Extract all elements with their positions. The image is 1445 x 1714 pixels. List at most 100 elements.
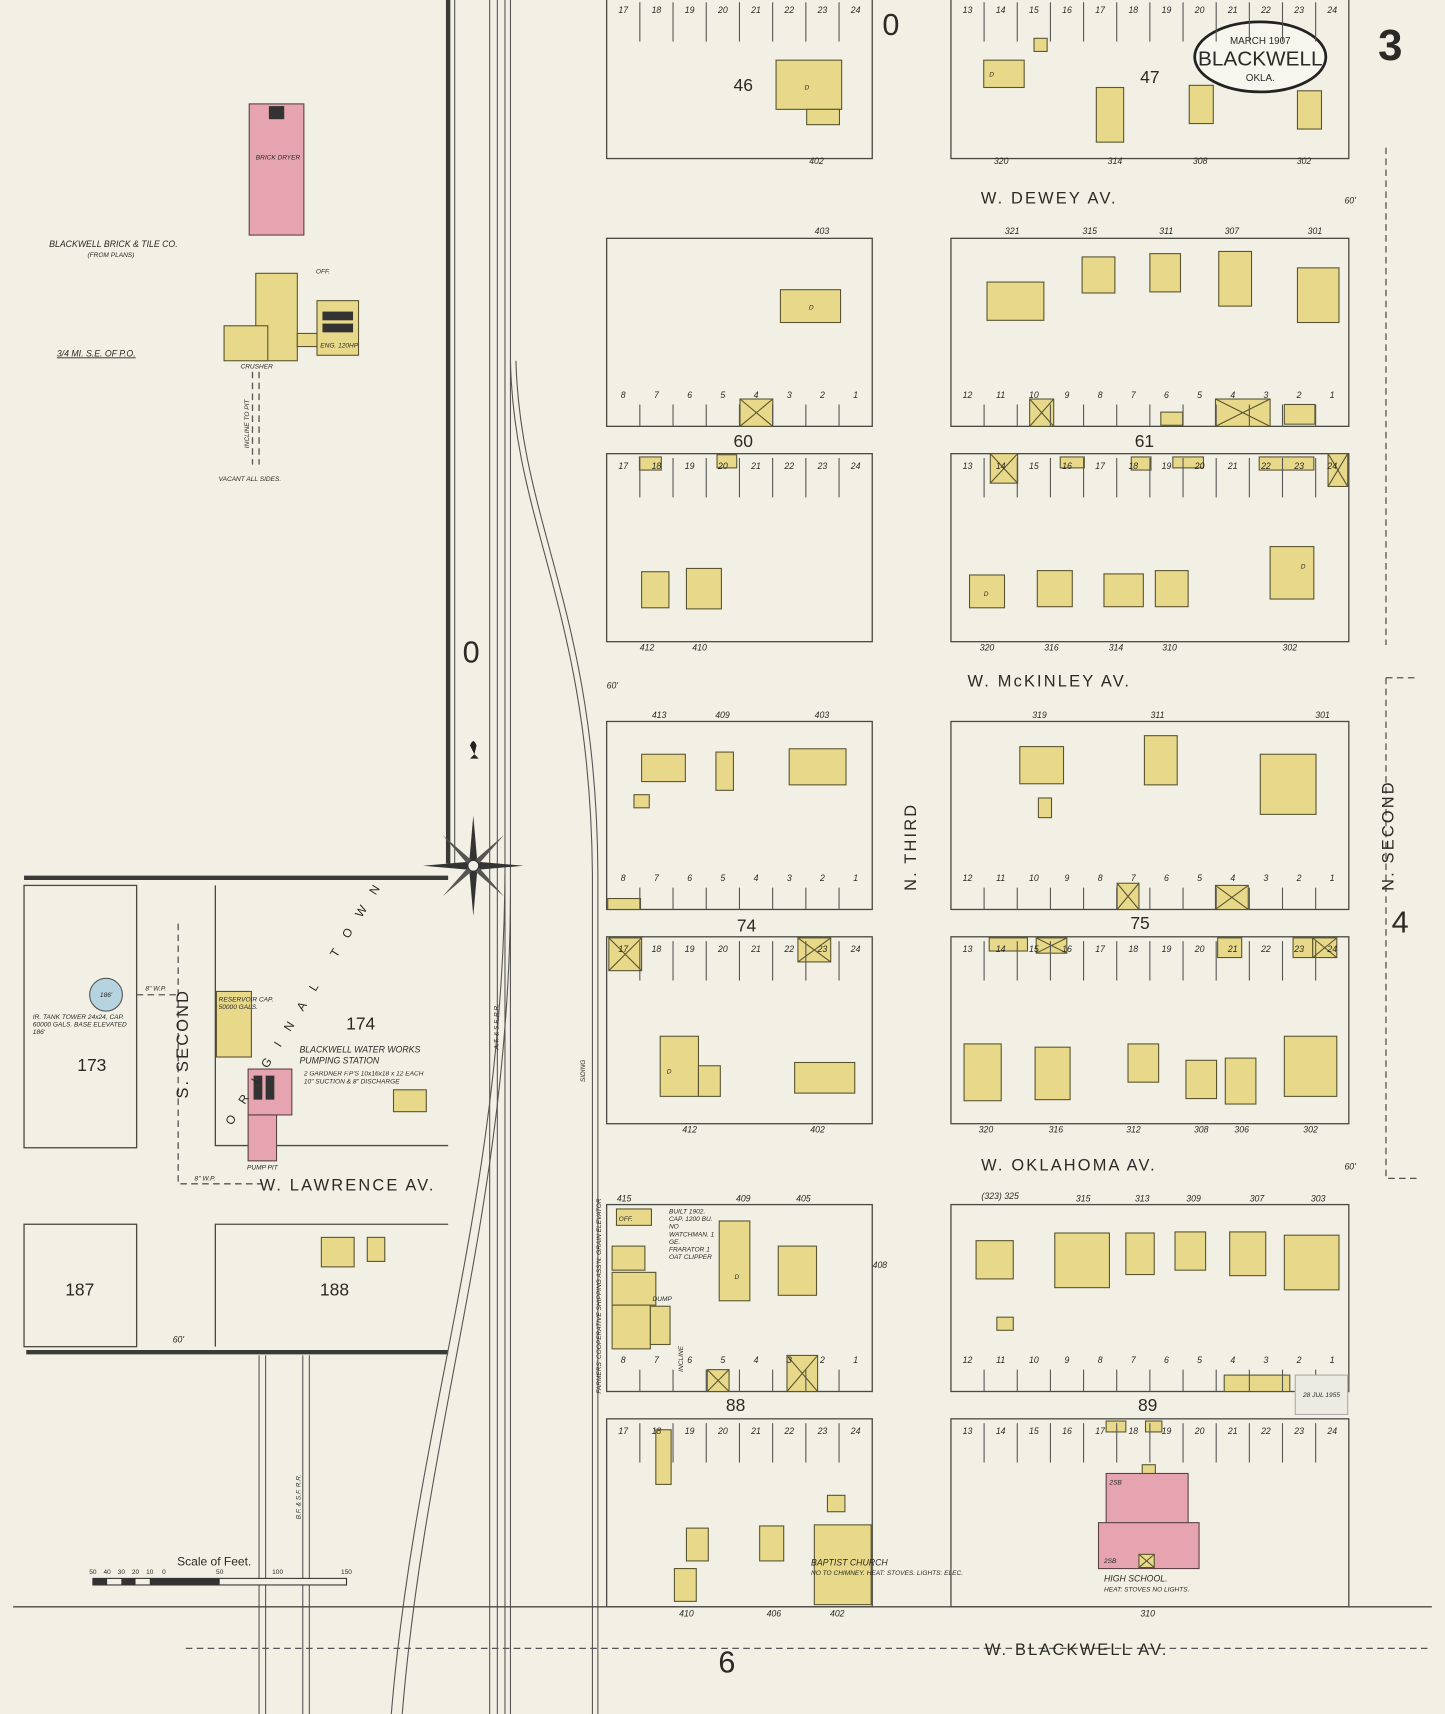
street-width: 60' [1344, 1162, 1356, 1172]
lot-number: 19 [1162, 944, 1172, 954]
lot-number: 1 [1330, 390, 1335, 400]
lot-number: 13 [963, 944, 973, 954]
lot-number: 14 [996, 5, 1006, 15]
pumping-station-label: PUMPING STATION [299, 1056, 379, 1066]
reservoir-label: RESERVOIR CAP. 50000 GALS. [218, 996, 274, 1012]
block-number: 188 [320, 1279, 349, 1299]
lot-number: 5 [1197, 390, 1202, 400]
street-width: 60' [1344, 195, 1356, 205]
street-address-number: 316 [1044, 642, 1059, 652]
street-address-number: 314 [1109, 642, 1124, 652]
street-n-third: N. THIRD [902, 803, 920, 891]
lot-number: 23 [1293, 944, 1304, 954]
lot-number: 5 [1197, 1355, 1202, 1365]
lot-number: 22 [1260, 461, 1271, 471]
lot-number: 3 [787, 390, 792, 400]
lot-number: 16 [1062, 461, 1072, 471]
lot-number: 7 [654, 1355, 660, 1365]
lot-number: 2 [819, 873, 825, 883]
lot-number: 20 [717, 5, 728, 15]
lot-number: 21 [750, 461, 761, 471]
from-plans-note: (FROM PLANS) [87, 252, 134, 259]
lot-number: 10 [1029, 390, 1039, 400]
street-address-number: 306 [1234, 1124, 1249, 1134]
lot-number: 15 [1029, 5, 1039, 15]
lot-number: 21 [1227, 944, 1238, 954]
high-school-label: HIGH SCHOOL. [1104, 1574, 1168, 1584]
compass-rose-icon [423, 741, 524, 917]
lot-number: 7 [1131, 1355, 1137, 1365]
street-w-lawrence-av: W. LAWRENCE AV. [260, 1176, 436, 1194]
water-works-label: BLACKWELL WATER WORKS [299, 1045, 420, 1055]
church-notes: NO TO CHIMNEY. HEAT: STOVES. LIGHTS: ELE… [811, 1570, 963, 1577]
scale-tick-label: 10 [146, 1569, 154, 1576]
lot-number: 7 [654, 873, 660, 883]
lot-number: 19 [1162, 1426, 1172, 1436]
lot-number: 1 [1330, 873, 1335, 883]
lot-number: 4 [754, 873, 759, 883]
lot-number: 21 [750, 944, 761, 954]
street-address-number: 302 [1297, 156, 1312, 166]
tank-height: 186' [100, 992, 113, 999]
street-address-number: 319 [1032, 710, 1047, 720]
scale-tick-label: 20 [132, 1569, 140, 1576]
street-width: 60' [607, 681, 619, 691]
baptist-church-label: BAPTIST CHURCH [811, 1557, 888, 1567]
street-width: 60' [173, 1334, 185, 1344]
lot-number: 4 [754, 390, 759, 400]
dwelling-label: D [667, 1068, 672, 1075]
engine-label: ENG. 120HP [320, 343, 358, 350]
lot-number: 10 [1029, 873, 1039, 883]
lot-number: 1 [853, 390, 858, 400]
lot-number: 19 [1162, 5, 1172, 15]
lot-number: 12 [963, 1355, 973, 1365]
street-address-number: 315 [1076, 1193, 1091, 1203]
lot-number: 7 [654, 390, 660, 400]
railroad-tracks [258, 0, 599, 1714]
lot-number: 9 [1065, 1355, 1070, 1365]
lot-number: 18 [652, 1426, 662, 1436]
dwelling-label: D [735, 1274, 740, 1281]
street-address-number: 314 [1108, 156, 1123, 166]
adjoining-sheet-left: 0 [463, 635, 480, 669]
lot-number: 5 [720, 390, 725, 400]
street-address-number: 409 [715, 710, 730, 720]
street-address-number: 320 [994, 156, 1009, 166]
street-address-number: 402 [809, 156, 824, 166]
lot-number: 22 [1260, 5, 1271, 15]
lot-number: 18 [652, 461, 662, 471]
street-address-number: 320 [979, 1124, 994, 1134]
dump-label: DUMP [653, 1296, 673, 1303]
lot-number: 22 [783, 461, 794, 471]
street-address-number: 302 [1282, 642, 1297, 652]
brick-buildings [247, 103, 1200, 1570]
street-address-number: 308 [1193, 156, 1208, 166]
lot-number: 9 [1065, 873, 1070, 883]
street-address-number: 403 [815, 226, 830, 236]
block-number: 88 [726, 1395, 745, 1415]
block-number: 61 [1135, 431, 1154, 451]
street-address-number: 303 [1311, 1193, 1326, 1203]
street-n-second: N. SECOND [1380, 780, 1398, 891]
street-address-number: 412 [640, 642, 655, 652]
lot-number: 6 [1164, 873, 1169, 883]
frame-buildings [215, 37, 1340, 1606]
block-number: 89 [1138, 1395, 1157, 1415]
lot-number: 18 [1128, 1426, 1138, 1436]
lot-number: 4 [1230, 390, 1235, 400]
adjoining-sheet-bottom: 6 [718, 1645, 735, 1679]
lot-number: 21 [750, 1426, 761, 1436]
block-number: 173 [77, 1055, 106, 1075]
lot-number: 20 [717, 1426, 728, 1436]
dwelling-label: D [809, 304, 814, 311]
scale-tick-label: 50 [216, 1569, 224, 1576]
lot-number: 24 [850, 944, 861, 954]
lot-number: 18 [1128, 5, 1138, 15]
street-address-number: 302 [1303, 1124, 1318, 1134]
scale-tick-label: 30 [118, 1569, 126, 1576]
scale-tick-label: 0 [162, 1569, 166, 1576]
scale-tick-label: 40 [103, 1569, 111, 1576]
